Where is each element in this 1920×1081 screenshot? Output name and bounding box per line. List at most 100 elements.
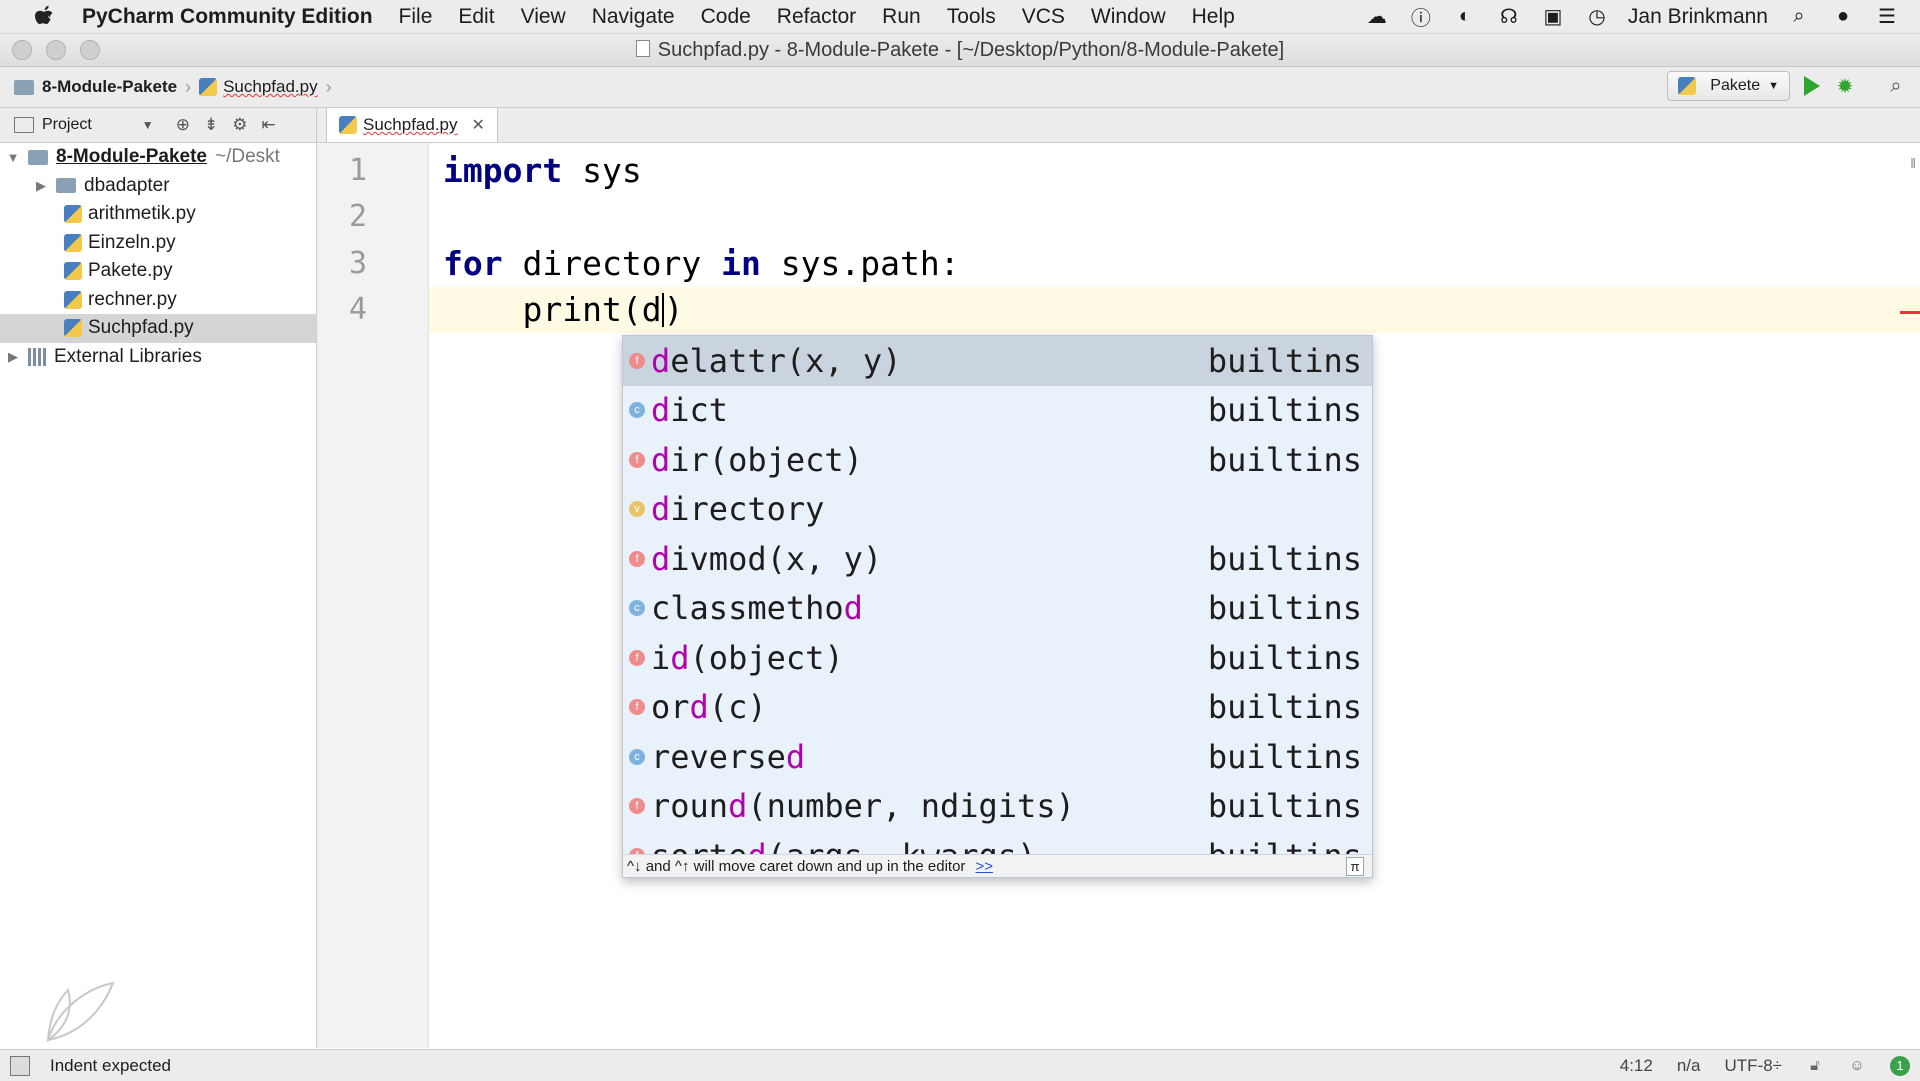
python-file-icon bbox=[64, 233, 82, 252]
match-highlight: d bbox=[651, 341, 671, 380]
menu-refactor[interactable]: Refactor bbox=[776, 4, 857, 28]
menu-navigate[interactable]: Navigate bbox=[591, 4, 675, 28]
project-panel-title[interactable]: Project bbox=[42, 116, 92, 133]
code-editor[interactable]: import sys for directory in sys.path: pr… bbox=[429, 143, 1920, 1048]
function-kind-icon: f bbox=[629, 550, 645, 567]
siri-icon[interactable]: ● bbox=[1836, 5, 1850, 27]
scroll-from-source-icon[interactable]: ⊕ bbox=[175, 115, 190, 134]
tree-root[interactable]: ▼ 8-Module-Pakete ~/Deskt bbox=[0, 143, 316, 172]
time-machine-icon[interactable]: ◷ bbox=[1588, 6, 1606, 28]
video-camera-icon[interactable]: ▣ bbox=[1543, 6, 1563, 28]
tree-item-suchpfad[interactable]: Suchpfad.py bbox=[0, 314, 316, 343]
line-separator[interactable]: n/a bbox=[1676, 1055, 1701, 1075]
password-manager-icon[interactable]: ⓘ bbox=[1410, 8, 1431, 30]
debug-bug-icon[interactable]: ✹ bbox=[1836, 75, 1854, 98]
menu-edit[interactable]: Edit bbox=[458, 4, 495, 28]
function-kind-icon: f bbox=[629, 847, 645, 854]
leaf-app-icon[interactable]: ◐ bbox=[1458, 5, 1471, 27]
caret-position[interactable]: 4:12 bbox=[1619, 1055, 1653, 1075]
menu-tools[interactable]: Tools bbox=[946, 4, 996, 28]
search-everywhere-icon[interactable]: ⌕ bbox=[1890, 74, 1902, 97]
spotlight-search-icon[interactable]: ⌕ bbox=[1793, 5, 1805, 27]
completion-pin-button[interactable]: π bbox=[1346, 857, 1364, 876]
zoom-window-button[interactable] bbox=[80, 40, 100, 60]
tree-item-rechner[interactable]: rechner.py bbox=[0, 286, 316, 315]
file-encoding[interactable]: UTF-8÷ bbox=[1724, 1055, 1782, 1075]
code-indent bbox=[443, 290, 522, 329]
close-tab-icon[interactable]: ✕ bbox=[471, 117, 485, 134]
keyword: import bbox=[443, 151, 563, 190]
lock-icon[interactable]: 🔓︎ bbox=[1810, 1057, 1820, 1074]
run-button[interactable] bbox=[1804, 76, 1820, 96]
user-name[interactable]: Jan Brinkmann bbox=[1627, 4, 1768, 28]
menu-code[interactable]: Code bbox=[700, 4, 751, 28]
inspection-status-icon[interactable]: ‖ bbox=[1910, 155, 1916, 171]
completion-signature: (c) bbox=[708, 688, 767, 727]
completion-more-link[interactable]: >> bbox=[975, 857, 993, 875]
completion-name-text: or bbox=[651, 688, 690, 727]
tree-item-label: External Libraries bbox=[54, 345, 202, 367]
close-window-button[interactable] bbox=[12, 40, 32, 60]
chevron-down-icon[interactable]: ▼ bbox=[141, 118, 154, 132]
project-tree: ▼ 8-Module-Pakete ~/Deskt ▶ dbadapter ar… bbox=[0, 143, 317, 1048]
completion-item[interactable]: fsorted(args, kwargs)builtins bbox=[623, 831, 1372, 854]
menu-file[interactable]: File bbox=[398, 4, 433, 28]
completion-item-name: classmethod bbox=[651, 589, 1192, 627]
menu-run[interactable]: Run bbox=[882, 4, 921, 28]
breadcrumb-project[interactable]: 8-Module-Pakete bbox=[42, 77, 178, 96]
apple-icon[interactable] bbox=[30, 3, 58, 31]
headphones-icon[interactable]: ☊ bbox=[1500, 6, 1518, 28]
completion-hint: ^↓ and ^↑ will move caret down and up in… bbox=[627, 857, 966, 875]
tree-item-external-libraries[interactable]: ▶ External Libraries bbox=[0, 343, 316, 372]
match-highlight: d bbox=[785, 737, 806, 776]
menu-window[interactable]: Window bbox=[1090, 4, 1166, 28]
tree-item-einzeln[interactable]: Einzeln.py bbox=[0, 229, 316, 258]
inspector-icon[interactable]: ☺ bbox=[1849, 1057, 1865, 1074]
status-bar: Indent expected 4:12 n/a UTF-8÷ 🔓︎ ☺ 1 bbox=[0, 1049, 1920, 1081]
menu-help[interactable]: Help bbox=[1191, 4, 1235, 28]
tree-item-label: Suchpfad.py bbox=[88, 317, 194, 339]
gear-icon[interactable]: ⚙ bbox=[232, 115, 248, 134]
tool-windows-toggle-icon[interactable] bbox=[10, 1055, 30, 1076]
expanded-arrow-icon[interactable]: ▼ bbox=[6, 149, 20, 165]
tab-suchpfad[interactable]: Suchpfad.py ✕ bbox=[326, 108, 498, 142]
collapsed-arrow-icon[interactable]: ▶ bbox=[8, 348, 18, 364]
menu-view[interactable]: View bbox=[520, 4, 566, 28]
tree-item-dbadapter[interactable]: ▶ dbadapter bbox=[0, 172, 316, 201]
tree-item-arithmetik[interactable]: arithmetik.py bbox=[0, 200, 316, 229]
tree-item-pakete[interactable]: Pakete.py bbox=[0, 257, 316, 286]
notification-center-icon[interactable]: ☰ bbox=[1878, 6, 1896, 28]
chevron-right-icon: › bbox=[185, 76, 192, 97]
completion-item-source: builtins bbox=[1207, 391, 1362, 430]
error-stripe-marker[interactable] bbox=[1900, 311, 1920, 314]
menu-vcs[interactable]: VCS bbox=[1021, 4, 1065, 28]
current-line-highlight bbox=[429, 287, 1920, 333]
creative-cloud-icon[interactable]: ☁ bbox=[1366, 6, 1387, 28]
hide-panel-icon[interactable]: ⇤ bbox=[261, 115, 276, 134]
app-name[interactable]: PyCharm Community Edition bbox=[82, 4, 373, 28]
run-toolbar: Pakete ▼ ✹ ⌕ bbox=[1667, 71, 1908, 101]
collapse-all-icon[interactable]: ⇟ bbox=[203, 115, 219, 134]
event-log-badge[interactable]: 1 bbox=[1890, 1055, 1910, 1076]
completion-item-source: builtins bbox=[1207, 688, 1362, 727]
python-file-icon bbox=[64, 290, 82, 309]
match-highlight: d bbox=[651, 539, 671, 578]
function-kind-icon: f bbox=[629, 352, 645, 369]
run-configuration-select[interactable]: Pakete ▼ bbox=[1667, 71, 1790, 101]
breadcrumb-file[interactable]: Suchpfad.py bbox=[223, 77, 318, 96]
menu-bar: PyCharm Community Edition File Edit View… bbox=[0, 0, 1920, 34]
completion-item-name: delattr(x, y) bbox=[651, 342, 1192, 380]
collapsed-arrow-icon[interactable]: ▶ bbox=[36, 177, 46, 193]
minimize-window-button[interactable] bbox=[46, 40, 66, 60]
